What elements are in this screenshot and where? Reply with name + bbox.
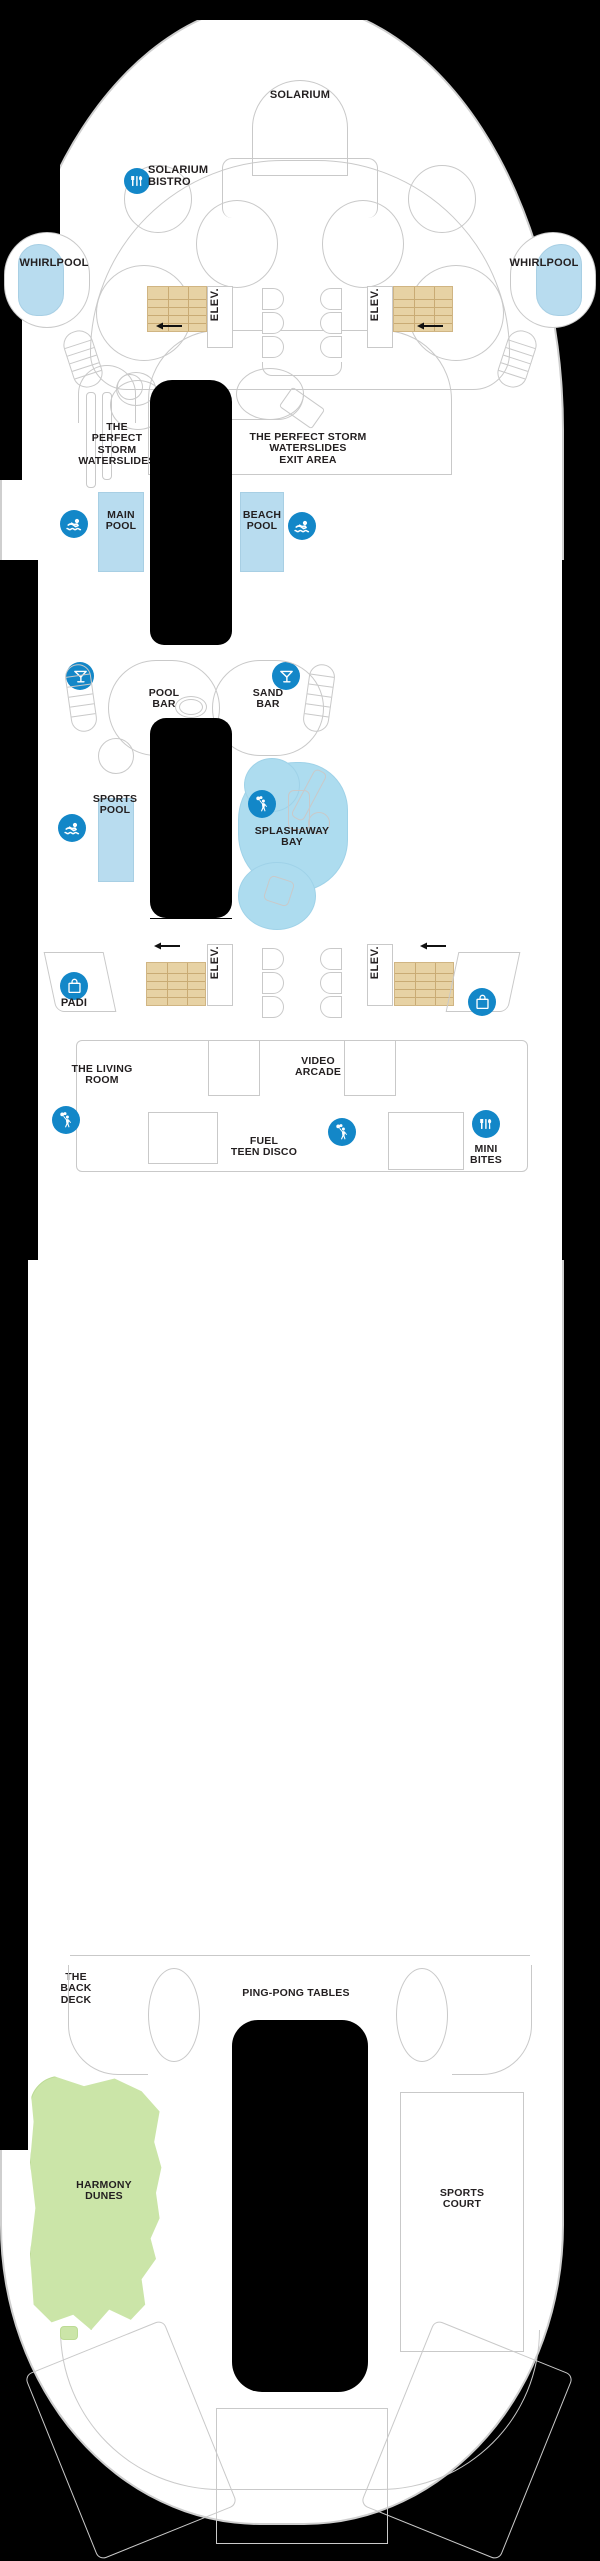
- hull-mask: [0, 560, 38, 1260]
- beach-pool-basin: [240, 492, 284, 572]
- label-whirlpool-starboard: WHIRLPOOL: [509, 257, 579, 269]
- label-padi: PADI: [60, 997, 88, 1009]
- stairwell-cell: [262, 288, 284, 310]
- waterslide-flume: [86, 392, 96, 488]
- waterslide-flume: [102, 392, 112, 480]
- elevator-shaft-forward-port[interactable]: [207, 286, 233, 348]
- sports-court-outline: [400, 2092, 524, 2352]
- round-feature: [98, 738, 134, 774]
- open-atrium-void-mid: [150, 718, 232, 918]
- harmony-dunes-edge: [60, 2326, 78, 2340]
- swimmer-icon: [60, 510, 88, 538]
- solarium-lobe: [196, 200, 278, 288]
- wood-deck-forward-port: [147, 286, 207, 332]
- whirlpool-basin-port: [18, 244, 64, 316]
- elevator-shaft-forward-starboard[interactable]: [367, 286, 393, 348]
- solarium-lobe: [322, 200, 404, 288]
- swimmer-icon: [58, 814, 86, 842]
- deck-divider: [70, 1955, 530, 1956]
- label-sand-bar: SAND BAR: [252, 687, 284, 711]
- hull-mask: [578, 300, 600, 480]
- solarium-lobe: [408, 165, 476, 233]
- swimmer-icon: [288, 512, 316, 540]
- stairwell-cell: [320, 336, 342, 358]
- harmony-dunes-minigolf: [30, 2076, 162, 2330]
- wood-deck-aft-port: [146, 962, 206, 1006]
- label-whirlpool-port: WHIRLPOOL: [19, 257, 89, 269]
- deck-oval: [148, 1968, 200, 2062]
- hull-mask: [562, 560, 600, 1260]
- label-perfect-storm-exit: THE PERFECT STORM WATERSLIDES EXIT AREA: [249, 431, 367, 466]
- kids-icon: [52, 1106, 80, 1134]
- stairwell-cell: [262, 312, 284, 334]
- label-sports-pool: SPORTS POOL: [92, 793, 138, 817]
- direction-arrow-icon: [418, 938, 448, 956]
- stairwell-cell: [320, 996, 342, 1018]
- elevator-label-aft-starboard: ELEV.: [369, 946, 381, 980]
- splashaway-bay-kiddie-pool: [238, 862, 316, 930]
- stairwell-cell: [320, 972, 342, 994]
- back-deck-outline: [68, 1965, 148, 2075]
- label-harmony-dunes: HARMONY DUNES: [76, 2179, 132, 2203]
- label-main-pool: MAIN POOL: [105, 509, 137, 533]
- stairwell-cell: [320, 312, 342, 334]
- venue-divider: [208, 1040, 260, 1096]
- stairwell-cell: [262, 972, 284, 994]
- mini-bites-room: [388, 1112, 464, 1170]
- label-video-arcade: VIDEO ARCADE: [294, 1055, 342, 1079]
- open-atrium-void-upper: [150, 380, 232, 645]
- direction-arrow-icon: [152, 938, 182, 956]
- stairwell-cell: [320, 948, 342, 970]
- dining-icon: [124, 168, 150, 194]
- shopping-icon: [60, 972, 88, 1000]
- hull-mask: [0, 0, 600, 20]
- dining-icon: [472, 1110, 500, 1138]
- shopping-icon[interactable]: [468, 988, 496, 1016]
- indoor-venue-block: [76, 1040, 528, 1172]
- label-solarium-bistro: SOLARIUM BISTRO: [148, 164, 209, 188]
- elevator-label-aft-port: ELEV.: [209, 946, 221, 980]
- sports-pool-basin: [98, 798, 134, 882]
- direction-arrow-icon: [415, 318, 445, 336]
- label-fuel-teen-disco: FUEL TEEN DISCO: [230, 1135, 298, 1159]
- round-feature: [179, 699, 203, 715]
- label-sports-court: SPORTS COURT: [439, 2187, 485, 2211]
- sand-bar-counter: [212, 660, 324, 756]
- label-beach-pool: BEACH POOL: [242, 509, 282, 533]
- label-splashaway-bay: SPLASHAWAY BAY: [254, 825, 330, 849]
- kids-icon: [328, 1118, 356, 1146]
- splash-structure: [308, 812, 330, 834]
- stairwell-cell: [320, 288, 342, 310]
- hull-mask: [0, 300, 22, 480]
- hull-mask: [0, 1250, 28, 2150]
- label-perfect-storm-waterslides: THE PERFECT STORM WATERSLIDES: [78, 421, 156, 467]
- main-pool-basin: [98, 492, 144, 572]
- direction-arrow-icon: [154, 318, 184, 336]
- stairwell-cell: [262, 996, 284, 1018]
- open-atrium-void-spacer: [150, 918, 232, 919]
- stairwell-cell: [262, 336, 284, 358]
- waterslide-helix: [117, 374, 143, 400]
- kids-icon: [248, 790, 276, 818]
- venue-divider: [344, 1040, 396, 1096]
- label-ping-pong-tables: PING-PONG TABLES: [242, 1987, 350, 1999]
- label-the-living-room: THE LIVING ROOM: [71, 1063, 133, 1087]
- round-feature: [175, 696, 207, 718]
- elevator-shaft-aft-port[interactable]: [207, 944, 233, 1006]
- wood-deck-aft-starboard: [394, 962, 454, 1006]
- stairwell-cell: [262, 948, 284, 970]
- elevator-label-forward-port: ELEV.: [209, 288, 221, 322]
- teen-disco-room: [148, 1112, 218, 1164]
- hull-mask: [572, 1250, 600, 2150]
- label-mini-bites: MINI BITES: [470, 1143, 502, 1167]
- deck-oval: [396, 1968, 448, 2062]
- label-solarium: SOLARIUM: [269, 89, 331, 101]
- whirlpool-basin-starboard: [536, 244, 582, 316]
- label-pool-bar: POOL BAR: [148, 687, 180, 711]
- wood-deck-forward-starboard: [393, 286, 453, 332]
- elevator-label-forward-starboard: ELEV.: [369, 288, 381, 322]
- splash-structure: [288, 790, 310, 830]
- solarium-lobe: [124, 165, 192, 233]
- elevator-shaft-aft-starboard[interactable]: [367, 944, 393, 1006]
